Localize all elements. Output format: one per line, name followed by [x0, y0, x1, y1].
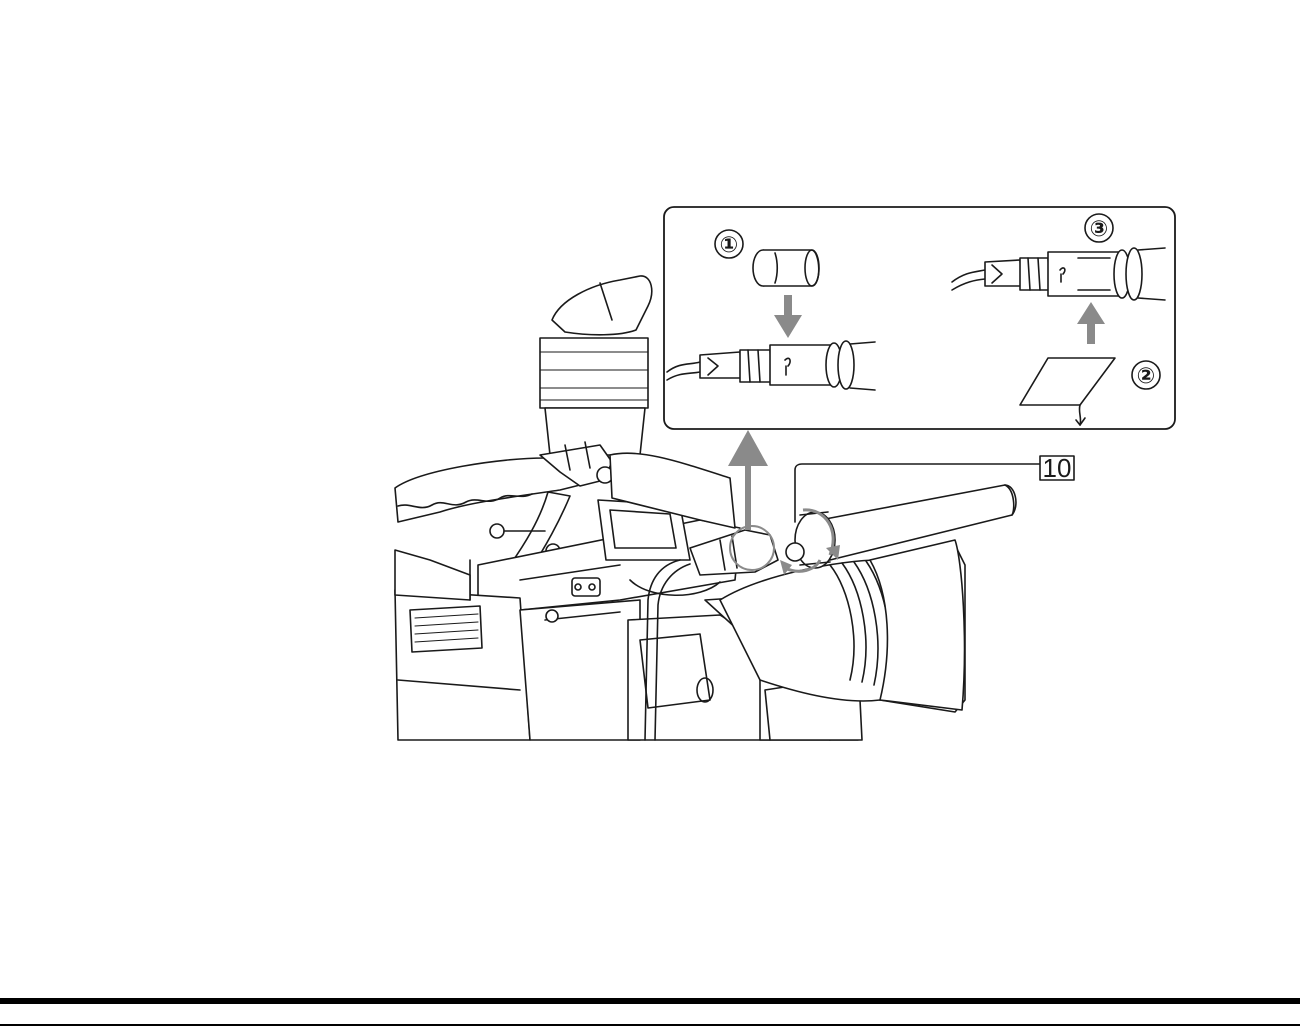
connector-cap [753, 250, 819, 286]
callout-label: 10 [1043, 453, 1072, 483]
footer-rule-thick [0, 998, 1300, 1004]
step-3-marker: ③ [1090, 217, 1109, 242]
step-2-marker: ② [1137, 364, 1156, 389]
inset-panel: ① ③ [664, 207, 1175, 429]
footer-rule-thin [0, 1024, 1300, 1026]
step-1-marker: ① [720, 233, 739, 258]
